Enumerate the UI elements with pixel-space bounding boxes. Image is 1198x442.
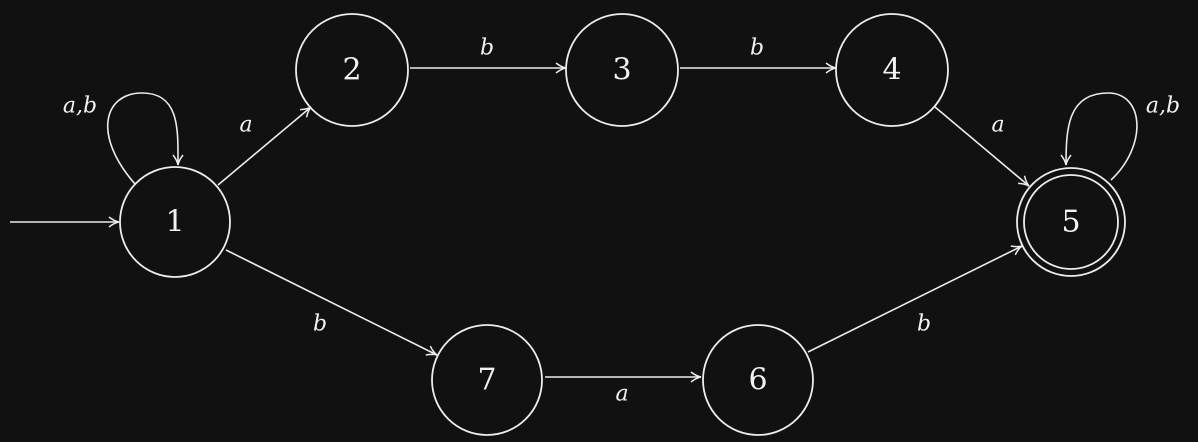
edge-label-1-7: b — [313, 312, 327, 337]
state-label: 1 — [165, 205, 184, 240]
state-label: 4 — [882, 53, 901, 88]
edge-4-5 — [934, 106, 1030, 187]
edge-6-5 — [807, 245, 1023, 353]
edge-5-5-loop — [1060, 92, 1138, 181]
edge-1-1-loop — [106, 92, 184, 185]
edge-label-4-5: a — [991, 113, 1004, 138]
state-7: 7 — [431, 324, 543, 436]
edge-label-1-1: a,b — [63, 94, 97, 119]
state-label: 7 — [477, 363, 496, 398]
edge-1-7 — [225, 249, 438, 356]
state-label: 6 — [748, 363, 767, 398]
state-5-accepting: 5 — [1016, 167, 1126, 277]
edge-label-7-6: a — [615, 382, 628, 407]
state-label: 2 — [342, 53, 361, 88]
state-6: 6 — [702, 324, 814, 436]
edge-label-5-5: a,b — [1146, 94, 1180, 119]
state-1: 1 — [119, 166, 231, 278]
edge-1-2 — [217, 106, 312, 186]
edge-label-3-4: b — [750, 36, 764, 61]
state-label: 5 — [1061, 205, 1080, 240]
state-label: 3 — [612, 53, 631, 88]
edge-label-1-2: a — [239, 113, 252, 138]
edge-label-6-5: b — [917, 312, 931, 337]
state-2: 2 — [295, 13, 409, 127]
state-4: 4 — [835, 13, 949, 127]
state-3: 3 — [565, 13, 679, 127]
edge-label-2-3: b — [480, 36, 494, 61]
